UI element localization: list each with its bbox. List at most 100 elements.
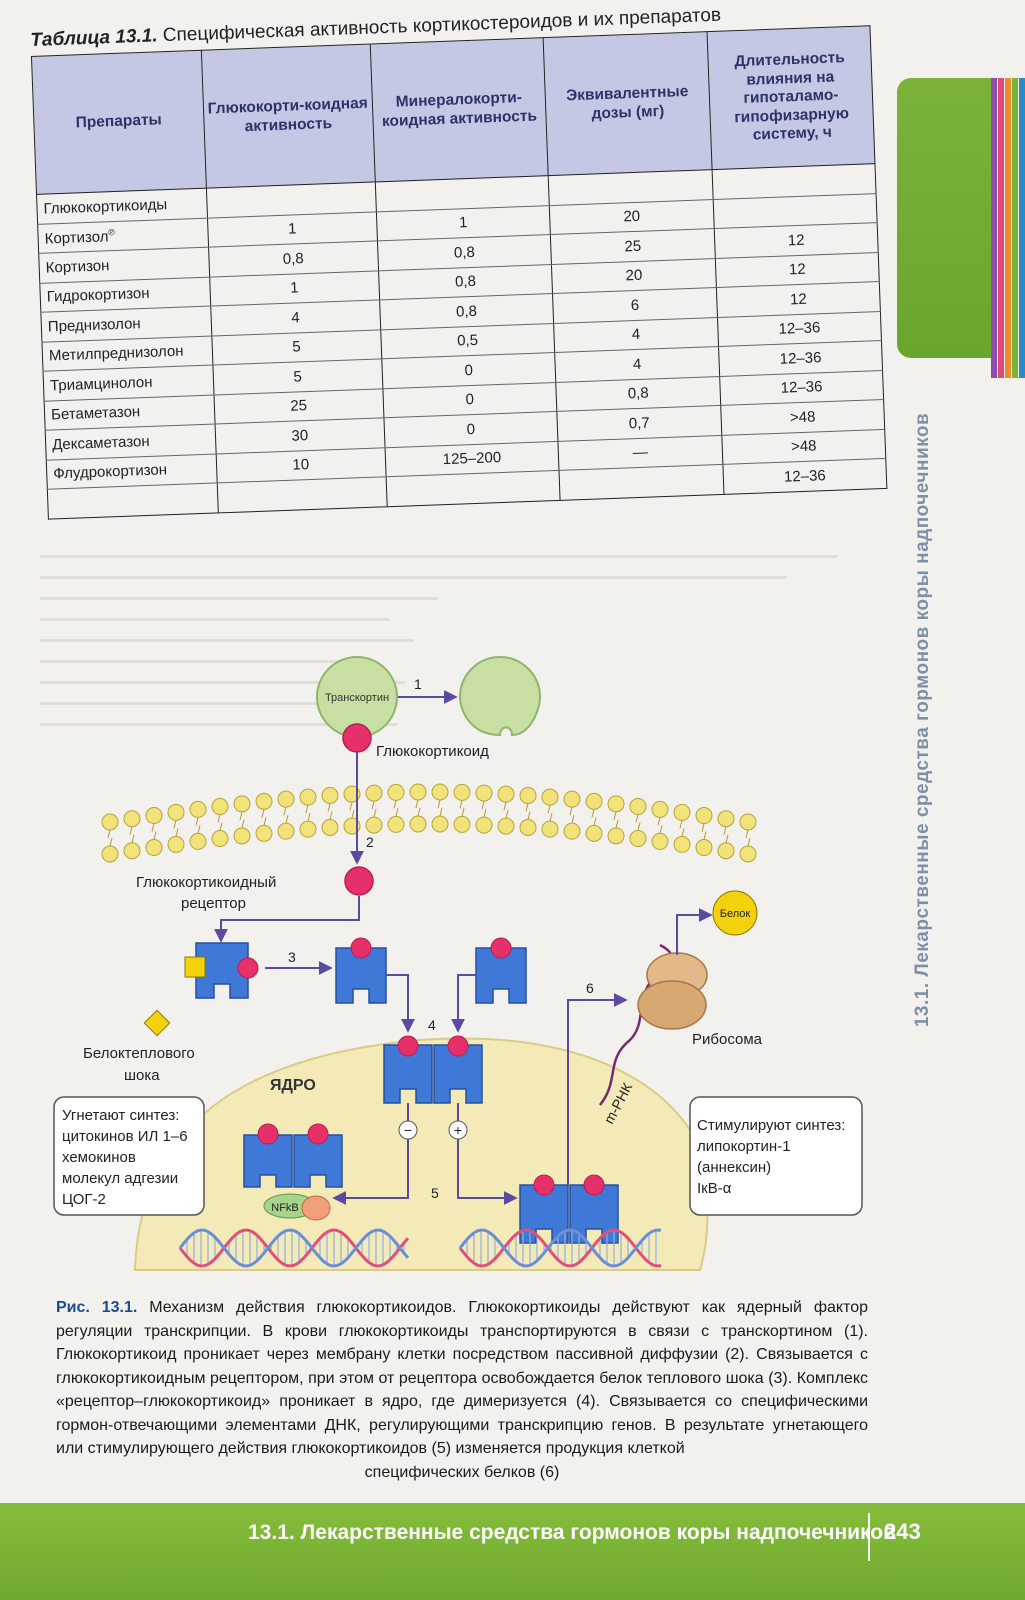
stimulate-box-lines: Стимулируют синтез:липокортин-1(аннексин… bbox=[697, 1117, 845, 1197]
lipid-head bbox=[365, 816, 383, 834]
lipid-head bbox=[585, 792, 603, 810]
figure-caption: Рис. 13.1. Механизм действия глюкокортик… bbox=[56, 1296, 868, 1484]
receptor-complex-b bbox=[475, 937, 527, 1004]
nucleus-label: ЯДРО bbox=[270, 1077, 316, 1094]
lipid-head bbox=[453, 783, 471, 801]
glucocorticoid-label: Глюкокортикоид bbox=[376, 743, 489, 760]
lipid-head bbox=[409, 783, 427, 801]
step-4: 4 bbox=[428, 1017, 436, 1033]
lipid-head bbox=[585, 824, 603, 842]
lipid-head bbox=[387, 783, 405, 801]
lipid-head bbox=[299, 788, 317, 806]
lipid-head bbox=[211, 798, 229, 816]
receptor-hsp-complex bbox=[184, 942, 259, 999]
bleed-through-text bbox=[40, 555, 870, 744]
transcortin-free bbox=[458, 655, 542, 737]
arrow-stimulate bbox=[457, 1139, 518, 1205]
ribosome-label: Рибосома bbox=[692, 1031, 763, 1048]
lipid-head bbox=[739, 845, 757, 863]
lipid-head bbox=[541, 820, 559, 838]
dimer-nfkb bbox=[243, 1123, 343, 1221]
lipid-head bbox=[629, 830, 647, 848]
lipid-head bbox=[497, 785, 515, 803]
lipid-head bbox=[277, 790, 295, 808]
heat-shock-protein bbox=[143, 1009, 171, 1037]
lipid-head bbox=[563, 822, 581, 840]
footer-title: 13.1. Лекарственные средства гормонов ко… bbox=[248, 1521, 897, 1544]
lipid-head bbox=[431, 815, 449, 833]
lipid-head bbox=[673, 835, 691, 853]
lipid-head bbox=[717, 810, 735, 828]
arrow-6 bbox=[567, 993, 628, 1185]
lipid-head bbox=[519, 818, 537, 836]
transcortin-label: Транскортин bbox=[325, 692, 389, 704]
lipid-head bbox=[255, 824, 273, 842]
lipid-head bbox=[365, 784, 383, 802]
lipid-head bbox=[409, 815, 427, 833]
lipid-head bbox=[651, 832, 669, 850]
step-1: 1 bbox=[414, 676, 422, 692]
lipid-head bbox=[519, 786, 537, 804]
lipid-head bbox=[673, 803, 691, 821]
lipid-head bbox=[123, 842, 141, 860]
receptor-label-1: Глюкокортикоидный bbox=[136, 874, 276, 891]
footer-divider bbox=[868, 1513, 870, 1561]
lipid-head bbox=[607, 795, 625, 813]
arrow-to-protein bbox=[676, 908, 713, 955]
lipid-head bbox=[453, 815, 471, 833]
lipid-head bbox=[123, 810, 141, 828]
lipid-head bbox=[651, 800, 669, 818]
lipid-head bbox=[211, 830, 229, 848]
arrow-4b bbox=[451, 974, 476, 1033]
lipid-head bbox=[717, 842, 735, 860]
hsp-label-2: шока bbox=[124, 1067, 160, 1084]
info-line: липокортин-1 bbox=[697, 1138, 791, 1155]
lipid-head bbox=[431, 783, 449, 801]
chapter-edge-strips bbox=[991, 78, 1025, 378]
transcortin-bound: Транскортин bbox=[316, 656, 398, 753]
figure-caption-text: Механизм действия глюкокортикоидов. Глюк… bbox=[56, 1299, 869, 1457]
step-3: 3 bbox=[288, 949, 296, 965]
hsp-label-1: Белоктеплового bbox=[83, 1045, 195, 1062]
figure-caption-last-line: специфических белков (6) bbox=[364, 1463, 560, 1481]
lipid-head bbox=[145, 839, 163, 857]
lipid-head bbox=[277, 822, 295, 840]
protein-label: Белок bbox=[720, 908, 751, 920]
lipid-head bbox=[497, 817, 515, 835]
lipid-head bbox=[541, 788, 559, 806]
lipid-head bbox=[387, 815, 405, 833]
chapter-tab bbox=[897, 78, 995, 358]
dna-helix bbox=[178, 1228, 662, 1268]
dimer-dna bbox=[519, 1174, 619, 1244]
lipid-head bbox=[189, 800, 207, 818]
lipid-head bbox=[101, 813, 119, 831]
cell-membrane bbox=[101, 783, 757, 863]
page-footer: 13.1. Лекарственные средства гормонов ко… bbox=[0, 1503, 1025, 1600]
lipid-head bbox=[321, 786, 339, 804]
receptor-dimer bbox=[383, 1035, 483, 1104]
page-number: 243 bbox=[884, 1519, 921, 1544]
lipid-head bbox=[563, 790, 581, 808]
nfkb-label: NFkB bbox=[271, 1202, 299, 1214]
arrow-inhibit bbox=[332, 1139, 409, 1205]
ribosome bbox=[637, 952, 708, 1030]
receptor-label-2: рецептор bbox=[181, 895, 246, 912]
info-line: Стимулируют синтез: bbox=[697, 1117, 845, 1134]
info-line: молекул адгезии bbox=[62, 1170, 178, 1187]
stimulate-box bbox=[689, 1096, 863, 1216]
lipid-head bbox=[255, 792, 273, 810]
lipid-head bbox=[695, 807, 713, 825]
lipid-head bbox=[167, 835, 185, 853]
inhibit-box bbox=[53, 1096, 205, 1216]
lipid-head bbox=[629, 798, 647, 816]
step-2: 2 bbox=[366, 834, 374, 850]
lipid-head bbox=[101, 845, 119, 863]
arrow-4a bbox=[386, 974, 415, 1033]
plus-label: + bbox=[454, 1122, 462, 1138]
ligand-cytoplasm bbox=[344, 866, 374, 896]
info-line: Угнетают синтез: bbox=[62, 1107, 179, 1124]
lipid-head bbox=[607, 827, 625, 845]
info-line: ЦОГ-2 bbox=[62, 1191, 106, 1208]
lipid-head bbox=[321, 818, 339, 836]
